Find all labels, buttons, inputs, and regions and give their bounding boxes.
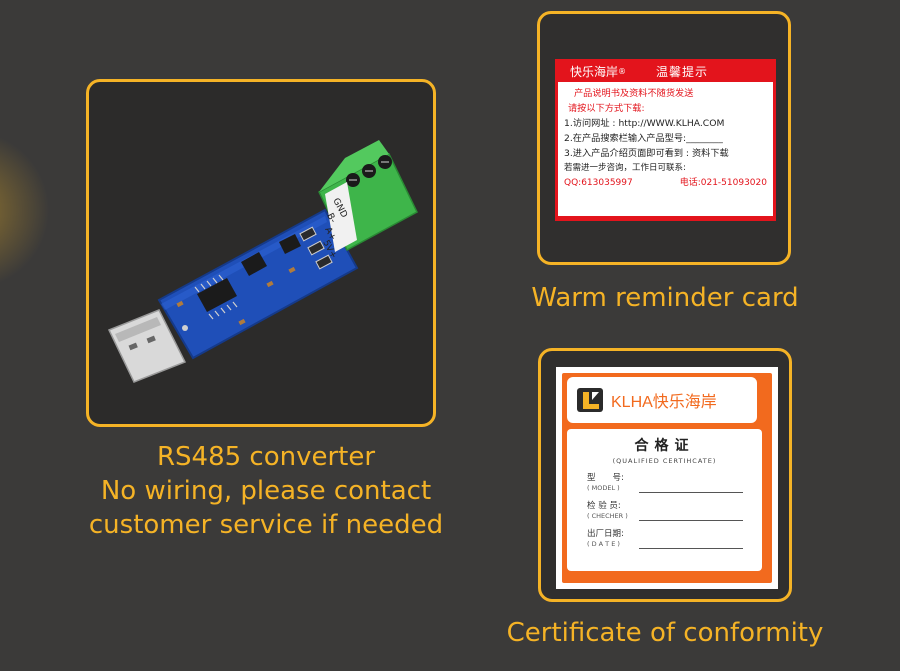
- reminder-step-2: 2.在产品搜索栏输入产品型号:________: [564, 133, 723, 144]
- reminder-qq: QQ:613035997: [564, 178, 633, 188]
- field-line: [639, 535, 743, 549]
- certificate-form: 合格证 (QUALIFIED CERTIHCATE) 型 号:( MODEL )…: [567, 429, 762, 571]
- field-line: [639, 479, 743, 493]
- reminder-phone: 电话:021-51093020: [679, 178, 767, 188]
- reminder-card-body: 产品说明书及资料不随货发送 请按以下方式下载: 1.访问网址 : http://…: [558, 82, 773, 216]
- reminder-contact: QQ:613035997 电话:021-51093020: [564, 176, 767, 191]
- field-label: 出厂日期:: [587, 529, 624, 539]
- certificate-card: KLHA快乐海岸 合格证 (QUALIFIED CERTIHCATE) 型 号:…: [556, 367, 778, 589]
- field-label-en: ( D A T E ): [587, 540, 620, 548]
- certificate-subtitle: (QUALIFIED CERTIHCATE): [612, 457, 717, 465]
- converter-photo-frame: GND B- A+ 5V+: [86, 79, 436, 427]
- field-line: [639, 507, 743, 521]
- terminal-block: GND B- A+ 5V+: [318, 140, 418, 261]
- reminder-step-1: 1.访问网址 : http://WWW.KLHA.COM: [564, 118, 725, 129]
- certificate-inner: KLHA快乐海岸 合格证 (QUALIFIED CERTIHCATE) 型 号:…: [562, 373, 772, 583]
- field-label-en: ( CHECHER ): [587, 512, 628, 520]
- reminder-card-title: 温馨提示: [656, 65, 709, 79]
- certificate-title: 合格证: [634, 438, 695, 454]
- certificate-logo-text: KLHA快乐海岸: [611, 394, 717, 411]
- field-label: 检 验 员:: [587, 501, 621, 511]
- usb-plug: [107, 309, 187, 383]
- certificate-field-date: 出厂日期:( D A T E ): [587, 529, 762, 549]
- converter-caption: RS485 converter No wiring, please contac…: [88, 442, 444, 540]
- reminder-card: 快乐海岸® 温馨提示 产品说明书及资料不随货发送 请按以下方式下载: 1.访问网…: [555, 59, 776, 221]
- certificate-field-model: 型 号:( MODEL ): [587, 473, 762, 493]
- brand-name: 快乐海岸: [570, 65, 619, 79]
- field-label: 型 号:: [587, 473, 624, 483]
- reminder-step-3: 3.进入产品介绍页面即可看到 : 资料下载: [564, 148, 729, 159]
- klha-logo-icon: [577, 388, 603, 412]
- certificate-frame: KLHA快乐海岸 合格证 (QUALIFIED CERTIHCATE) 型 号:…: [538, 348, 792, 602]
- reminder-line-2: 请按以下方式下载:: [568, 103, 645, 114]
- certificate-logo-box: KLHA快乐海岸: [567, 377, 757, 423]
- reminder-line-1: 产品说明书及资料不随货发送: [574, 88, 694, 99]
- terminal-label-b: B-: [324, 212, 337, 225]
- certificate-field-checker: 检 验 员:( CHECHER ): [587, 501, 762, 521]
- reminder-consult: 若需进一步咨询，工作日可联系:: [564, 163, 686, 173]
- reminder-card-header: 快乐海岸® 温馨提示: [558, 62, 773, 82]
- rs485-converter-image: GND B- A+ 5V+: [107, 140, 418, 383]
- reminder-card-caption: Warm reminder card: [531, 283, 799, 313]
- background-glow: [0, 130, 50, 290]
- registered-mark: ®: [618, 67, 627, 76]
- pcb-board: [157, 208, 359, 360]
- certificate-caption: Certificate of conformity: [506, 618, 824, 648]
- field-label-en: ( MODEL ): [587, 484, 620, 492]
- reminder-card-frame: 快乐海岸® 温馨提示 产品说明书及资料不随货发送 请按以下方式下载: 1.访问网…: [537, 11, 791, 265]
